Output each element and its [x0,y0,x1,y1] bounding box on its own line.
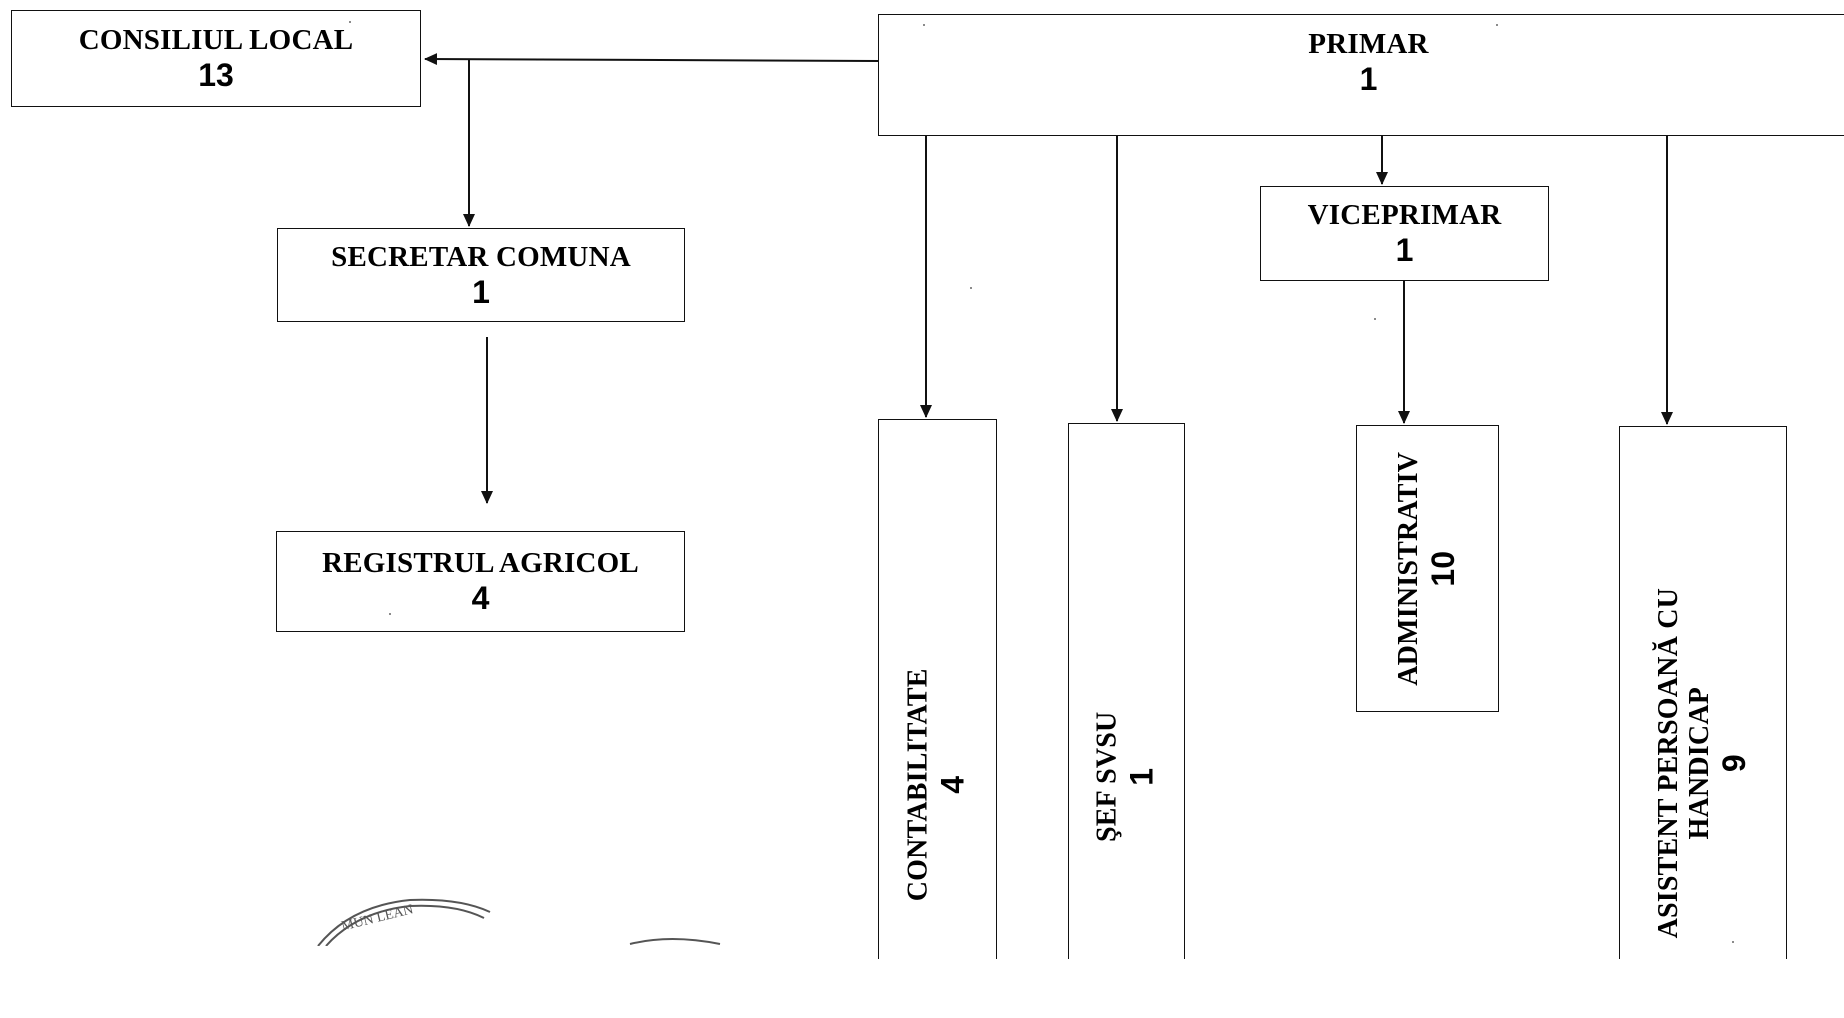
org-chart: CONSILIUL LOCAL 13 PRIMAR 1 SECRETAR COM… [11,10,1844,959]
node-viceprimar: VICEPRIMAR 1 [1260,186,1549,281]
node-administrativ: ADMINISTRATIV 10 [1356,425,1499,712]
node-consiliul-local-title: CONSILIUL LOCAL [78,24,354,57]
node-sef-svsu-title: ŞEF SVSU [1091,711,1123,842]
node-viceprimar-title: VICEPRIMAR [1307,199,1502,232]
stamp-text: MUN LEAN [340,902,415,935]
edge-primar-consiliu [424,53,879,66]
node-asistent-title-line1: ASISTENT PERSOANĂ CU [1652,587,1684,939]
node-registrul-agricol-title: REGISTRUL AGRICOL [322,547,639,580]
stamp: MUN LEAN [300,898,520,1018]
stamp-seal [317,898,721,946]
scan-speck [349,21,351,23]
node-viceprimar-count: 1 [1395,232,1414,269]
node-secretar-comuna-title: SECRETAR COMUNA [331,240,631,273]
scan-speck [1732,941,1734,943]
node-sef-svsu: ŞEF SVSU 1 [1068,423,1185,959]
node-consiliul-local: CONSILIUL LOCAL 13 [11,10,421,107]
node-primar: PRIMAR 1 [878,14,1844,136]
scan-speck [389,613,391,615]
scan-speck [1374,318,1376,320]
node-asistent-count: 9 [1715,754,1752,772]
node-asistent-persoana-handicap: ASISTENT PERSOANĂ CU HANDICAP 9 [1619,426,1787,959]
node-registrul-agricol-count: 4 [471,580,490,617]
org-chart-connectors [317,53,1673,946]
node-primar-title: PRIMAR [1308,28,1429,60]
node-secretar-comuna-count: 1 [472,273,490,310]
node-primar-count: 1 [1359,60,1378,97]
scan-speck [923,24,925,26]
node-contabilitate-count: 4 [934,775,971,794]
scan-speck [1496,24,1498,26]
scan-speck [970,287,972,289]
node-contabilitate: CONTABILITATE 4 [878,419,997,959]
node-consiliul-local-count: 13 [198,57,234,94]
node-registrul-agricol: REGISTRUL AGRICOL 4 [276,531,685,632]
node-administrativ-count: 10 [1424,550,1461,587]
node-asistent-title-line2: HANDICAP [1683,686,1715,840]
node-secretar-comuna: SECRETAR COMUNA 1 [277,228,685,322]
node-contabilitate-title: CONTABILITATE [902,668,934,901]
node-sef-svsu-count: 1 [1123,767,1160,786]
node-administrativ-title: ADMINISTRATIV [1392,451,1424,686]
